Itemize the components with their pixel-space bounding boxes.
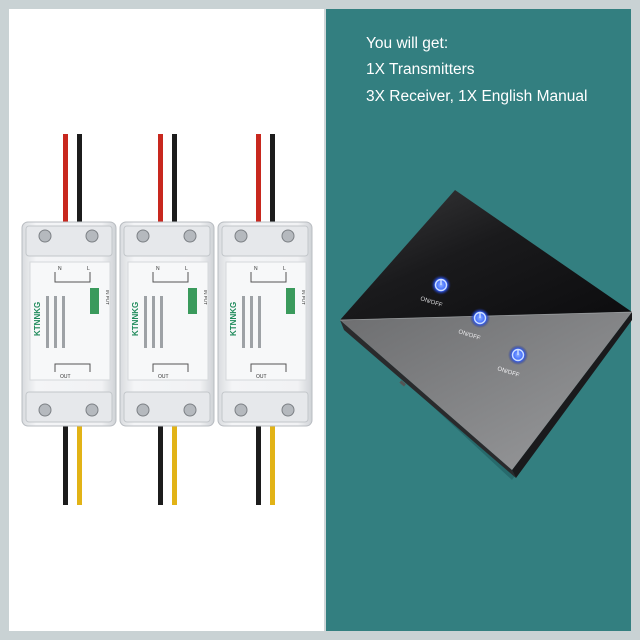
out-label: OUT — [158, 374, 169, 380]
terminal-n-label: N — [254, 266, 258, 272]
brand-label: KTNNKG — [229, 302, 238, 336]
caption-line-3: 3X Receiver, 1X English Manual — [366, 88, 588, 105]
screw-icon — [136, 403, 150, 417]
input-label: IN PUT — [105, 290, 110, 305]
screw-icon — [234, 229, 248, 243]
wire-black-top — [172, 134, 177, 226]
screw-icon — [183, 229, 197, 243]
panel-divider — [324, 9, 326, 631]
out-label: OUT — [256, 374, 267, 380]
wire-yellow-bottom — [270, 420, 275, 505]
input-label: IN PUT — [203, 290, 208, 305]
receiver-unit-1: N L OUT KTNNKG IN PUT — [21, 134, 117, 505]
wire-black-top — [77, 134, 82, 226]
terminal-l-label: L — [283, 266, 286, 272]
wire-black-top — [270, 134, 275, 226]
receiver-unit-2: N L OUT KTNNKG IN PUT — [119, 134, 215, 505]
screw-icon — [183, 403, 197, 417]
screw-icon — [234, 403, 248, 417]
wire-yellow-bottom — [172, 420, 177, 505]
screw-icon — [281, 403, 295, 417]
wire-yellow-bottom — [77, 420, 82, 505]
brand-label: KTNNKG — [131, 302, 140, 336]
wire-red-top — [63, 134, 68, 226]
wire-black-bottom — [63, 420, 68, 505]
screw-icon — [281, 229, 295, 243]
screw-icon — [38, 229, 52, 243]
wire-black-bottom — [256, 420, 261, 505]
terminal-n-label: N — [58, 266, 62, 272]
out-label: OUT — [60, 374, 71, 380]
caption-line-2: 1X Transmitters — [366, 61, 475, 78]
wire-black-bottom — [158, 420, 163, 505]
input-label: IN PUT — [301, 290, 306, 305]
screw-icon — [85, 403, 99, 417]
wire-red-top — [158, 134, 163, 226]
screw-icon — [38, 403, 52, 417]
brand-label: KTNNKG — [33, 302, 42, 336]
terminal-l-label: L — [185, 266, 188, 272]
glass-face-dark — [340, 190, 632, 320]
receiver-unit-3: N L OUT KTNNKG IN PUT — [217, 134, 313, 505]
glass-face-light — [340, 312, 632, 470]
caption-line-1: You will get: — [366, 35, 449, 52]
wire-red-top — [256, 134, 261, 226]
terminal-n-label: N — [156, 266, 160, 272]
screw-icon — [136, 229, 150, 243]
terminal-l-label: L — [87, 266, 90, 272]
glass-touch-switch: ON/OFF ON/OFF ON/OFF — [339, 190, 633, 480]
screw-icon — [85, 229, 99, 243]
